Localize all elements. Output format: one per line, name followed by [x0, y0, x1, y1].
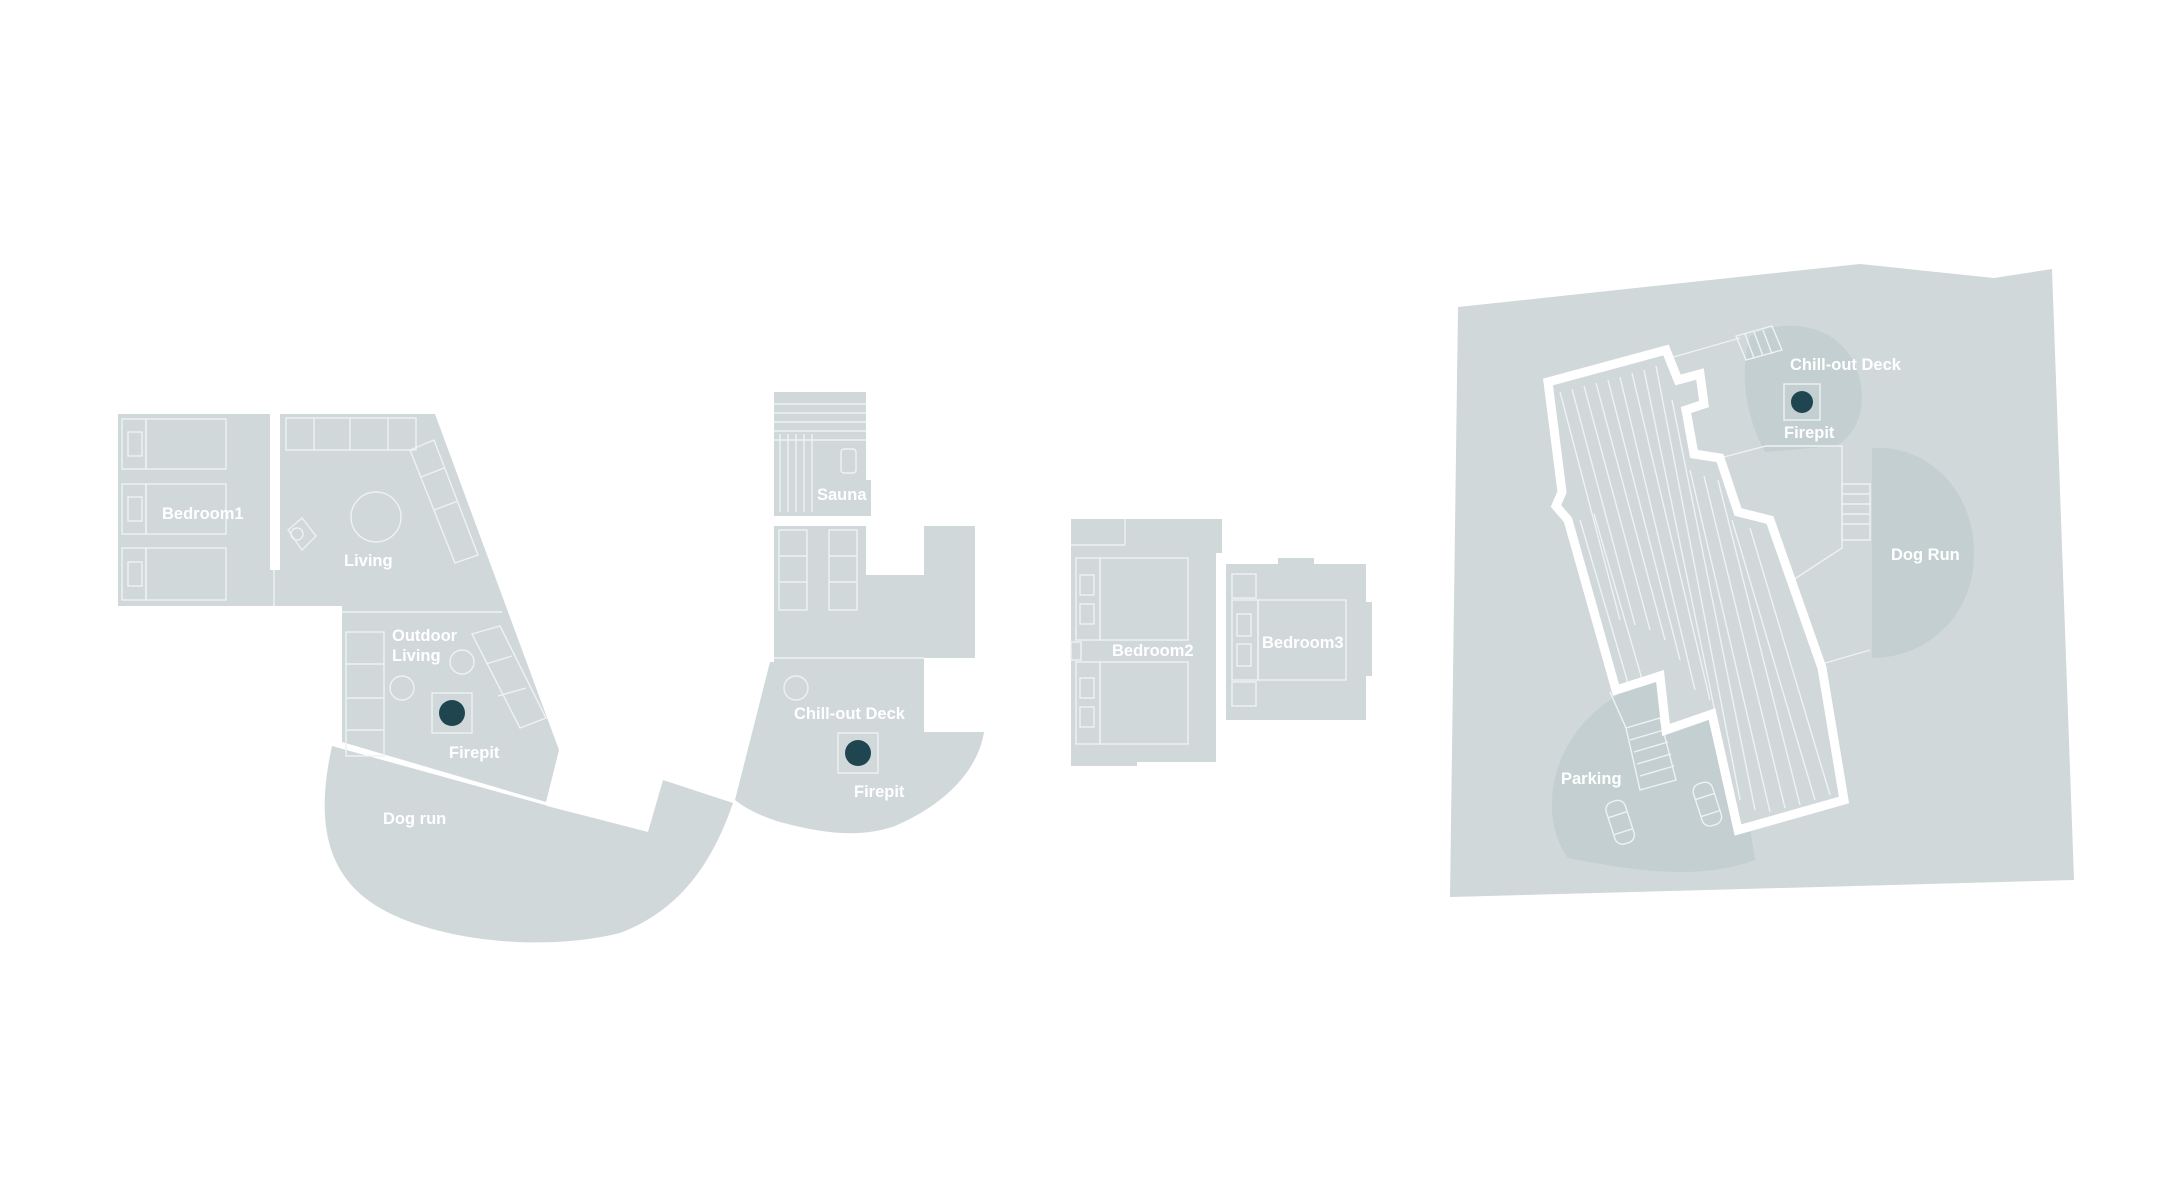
bedroom2-block: Bedroom2 [1070, 519, 1222, 766]
label-site-chill-out-deck: Chill-out Deck [1790, 356, 1902, 374]
site-plan: Chill-out Deck Firepit Dog Run Parking [1450, 264, 2074, 897]
site-firepit [1783, 383, 1821, 421]
bedroom3-block: Bedroom3 [1226, 558, 1372, 720]
label-site-dog-run: Dog Run [1891, 546, 1960, 564]
label-chill-out-deck: Chill-out Deck [794, 705, 906, 723]
firepit-main [431, 692, 473, 734]
site-building-deck-hatch [1559, 365, 1831, 813]
bedroom1-beds [121, 418, 227, 601]
label-site-firepit: Firepit [1784, 424, 1835, 442]
firepit-deck [837, 732, 879, 774]
car-icon [1605, 799, 1636, 845]
site-building [1548, 350, 1844, 830]
deck-building [735, 526, 984, 834]
site-building-wall [1543, 344, 1850, 836]
label-outdoor-living-1: Outdoor [392, 627, 458, 645]
site-car-icons [1605, 781, 1723, 845]
sauna-deck-block: Sauna Chill-out Deck Firepit [735, 392, 984, 834]
dog-run-area [324, 746, 733, 943]
outdoor-living-furniture [342, 611, 547, 757]
site-pathways [1609, 325, 1871, 791]
label-bedroom2: Bedroom2 [1112, 642, 1194, 660]
label-firepit-deck: Firepit [854, 783, 905, 801]
bedroom3-bed [1231, 573, 1347, 707]
label-firepit-main: Firepit [449, 744, 500, 762]
bedroom2-beds [1070, 519, 1189, 745]
label-dog-run-main: Dog run [383, 810, 446, 828]
car-icon [1692, 781, 1723, 827]
main-house: Bedroom1 Living Outdoor Living Firepit D… [118, 414, 733, 943]
living-furniture [273, 417, 479, 606]
label-site-parking: Parking [1561, 770, 1622, 788]
bedroom2-area [1071, 519, 1222, 766]
site-dog-run-area [1872, 447, 1975, 658]
label-outdoor-living-2: Living [392, 647, 441, 665]
label-living: Living [344, 552, 393, 570]
label-bedroom1: Bedroom1 [162, 505, 244, 523]
label-sauna: Sauna [817, 486, 867, 504]
deck-furniture [774, 529, 924, 701]
bedroom1-area [118, 414, 270, 606]
living-area [274, 414, 559, 802]
sauna-benches [774, 403, 866, 512]
site-chill-out-deck-area [1744, 325, 1862, 452]
label-bedroom3: Bedroom3 [1262, 634, 1344, 652]
